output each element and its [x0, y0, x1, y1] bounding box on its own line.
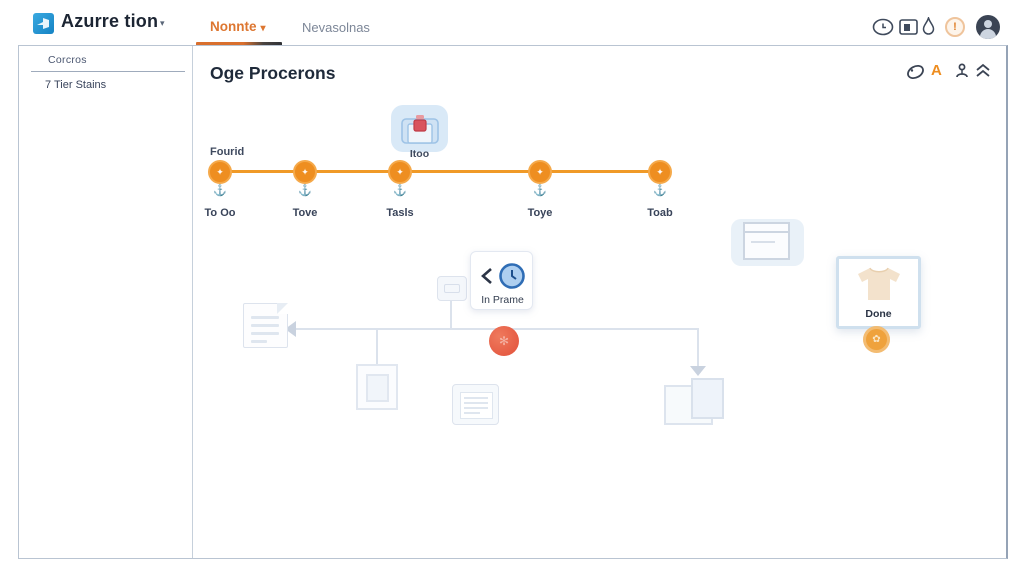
note-line: [464, 412, 480, 414]
timeline-illustration-label: Itoo: [409, 148, 430, 160]
logo-glyph: [37, 18, 49, 29]
stage-anchor-icon: ⚓: [653, 185, 667, 197]
small-box-glyph: [444, 284, 460, 293]
note-node[interactable]: [452, 384, 499, 425]
person-icon[interactable]: [953, 62, 971, 80]
in-progress-card[interactable]: In Prame: [470, 251, 533, 310]
flow-vline-b: [376, 330, 378, 365]
collapse-icon[interactable]: [975, 62, 991, 79]
tab-secondary[interactable]: Nevasolnas: [302, 20, 370, 35]
flow-arrow-left-icon: [285, 321, 296, 337]
briefcase-illustration: [391, 105, 448, 152]
browser-titlebar: [745, 231, 788, 233]
browser-line: [751, 241, 775, 243]
document-line: [251, 324, 279, 327]
sidebar-section-title: Corcros: [48, 54, 87, 66]
avatar-body-shape: [980, 29, 996, 39]
window-icon[interactable]: [899, 19, 918, 35]
briefcase-icon: [400, 115, 439, 144]
flow-vline-a: [450, 300, 452, 328]
document-node[interactable]: [243, 303, 288, 348]
document-line: [251, 332, 279, 335]
brand-chevron-icon[interactable]: ▾: [160, 18, 165, 28]
stage-anchor-icon: ⚓: [533, 185, 547, 197]
page-title: Oge Procerons: [210, 63, 336, 83]
sidebar-item-tier-stains[interactable]: 7 Tier Stains: [45, 79, 107, 91]
in-progress-icons: [471, 262, 534, 290]
sidebar-divider: [192, 46, 193, 558]
chevron-down-icon: ▾: [260, 23, 266, 34]
timeline-dot-5[interactable]: ✦: [648, 160, 672, 184]
square-node-inner: [366, 374, 389, 402]
document-line: [251, 340, 267, 343]
timeline-start-label: Fourid: [210, 146, 245, 158]
tab-active-label: Nonnte: [210, 19, 257, 34]
avatar-head-shape: [984, 20, 992, 28]
stage-anchor-icon: ⚓: [213, 185, 227, 197]
stage-label-3: Tasls: [386, 207, 414, 219]
active-step-badge[interactable]: ✻: [489, 326, 519, 356]
tab-active[interactable]: Nonnte▾: [210, 19, 266, 34]
done-badge[interactable]: ✿: [863, 326, 890, 353]
sidebar-rule: [31, 71, 185, 72]
filter-a-icon[interactable]: A: [931, 62, 942, 79]
clock-icon: [498, 263, 525, 289]
stage-anchor-icon: ⚓: [298, 185, 312, 197]
done-card[interactable]: Done: [836, 256, 921, 329]
clock-pill-icon[interactable]: [872, 18, 894, 36]
flow-arrow-down-icon: [690, 366, 706, 376]
stage-label-4: Toye: [527, 207, 553, 219]
note-line: [464, 402, 488, 404]
drop-icon[interactable]: [922, 17, 935, 36]
overlap-node-front: [691, 378, 724, 419]
done-label: Done: [865, 308, 892, 320]
shirt-icon: [858, 267, 900, 300]
timeline-dot-4[interactable]: ✦: [528, 160, 552, 184]
document-fold: [277, 303, 288, 314]
small-box-node[interactable]: [437, 276, 467, 301]
tag-icon[interactable]: [906, 64, 925, 80]
alert-glyph: !: [953, 21, 957, 33]
user-avatar[interactable]: [976, 15, 1000, 39]
note-inner: [460, 392, 493, 419]
timeline-line: [220, 170, 661, 173]
timeline-dot-1[interactable]: ✦: [208, 160, 232, 184]
alert-icon[interactable]: !: [945, 17, 965, 37]
chevron-left-icon: [480, 268, 492, 284]
stage-label-5: Toab: [647, 207, 673, 219]
flow-vline-right: [697, 330, 699, 368]
note-line: [464, 407, 488, 409]
top-navbar: Azurre tion ▾ Nonnte▾ Nevasolnas !: [0, 0, 1024, 46]
stage-label-1: To Oo: [204, 207, 236, 219]
azure-devops-logo-icon[interactable]: [33, 13, 54, 34]
active-tab-indicator: [196, 42, 282, 46]
document-line: [251, 316, 279, 319]
timeline-dot-2[interactable]: ✦: [293, 160, 317, 184]
brand-title: Azurre tion: [61, 11, 159, 31]
in-progress-label: In Prame: [481, 294, 524, 306]
note-line: [464, 397, 488, 399]
browser-window-icon: [743, 222, 790, 260]
stage-anchor-icon: ⚓: [393, 185, 407, 197]
stage-label-2: Tove: [292, 207, 318, 219]
timeline-dot-3[interactable]: ✦: [388, 160, 412, 184]
